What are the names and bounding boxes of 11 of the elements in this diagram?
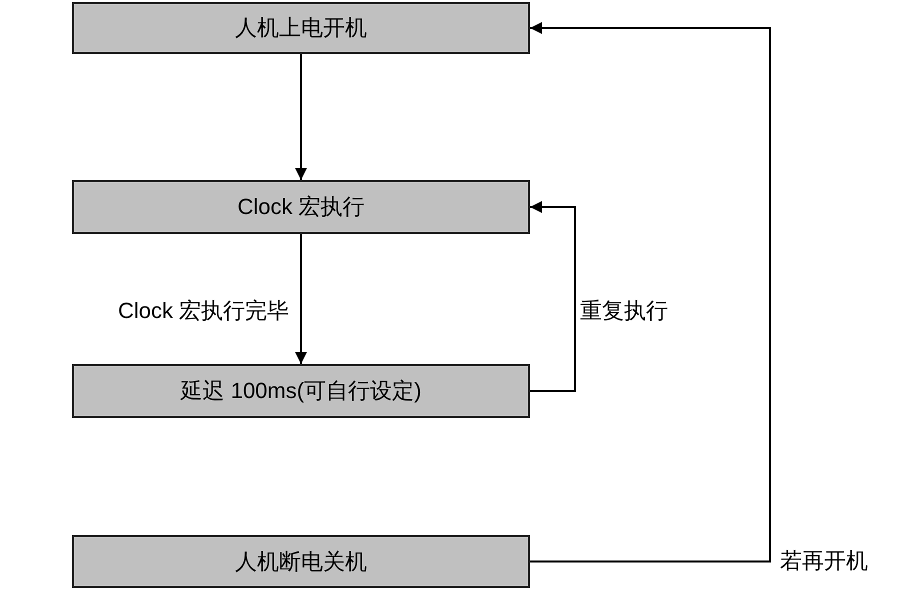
edge-label: 重复执行 (580, 298, 668, 324)
process-box: 人机上电开机 (72, 2, 530, 54)
process-box: 人机断电关机 (72, 535, 530, 588)
edge-label: 若再开机 (780, 548, 868, 574)
arrow (530, 22, 771, 562)
arrow (295, 54, 307, 180)
edge-label: Clock 宏执行完毕 (118, 298, 290, 324)
arrow (530, 201, 576, 392)
process-box: Clock 宏执行 (72, 180, 530, 234)
process-box: 延迟 100ms(可自行设定) (72, 364, 530, 418)
arrow (295, 234, 307, 364)
